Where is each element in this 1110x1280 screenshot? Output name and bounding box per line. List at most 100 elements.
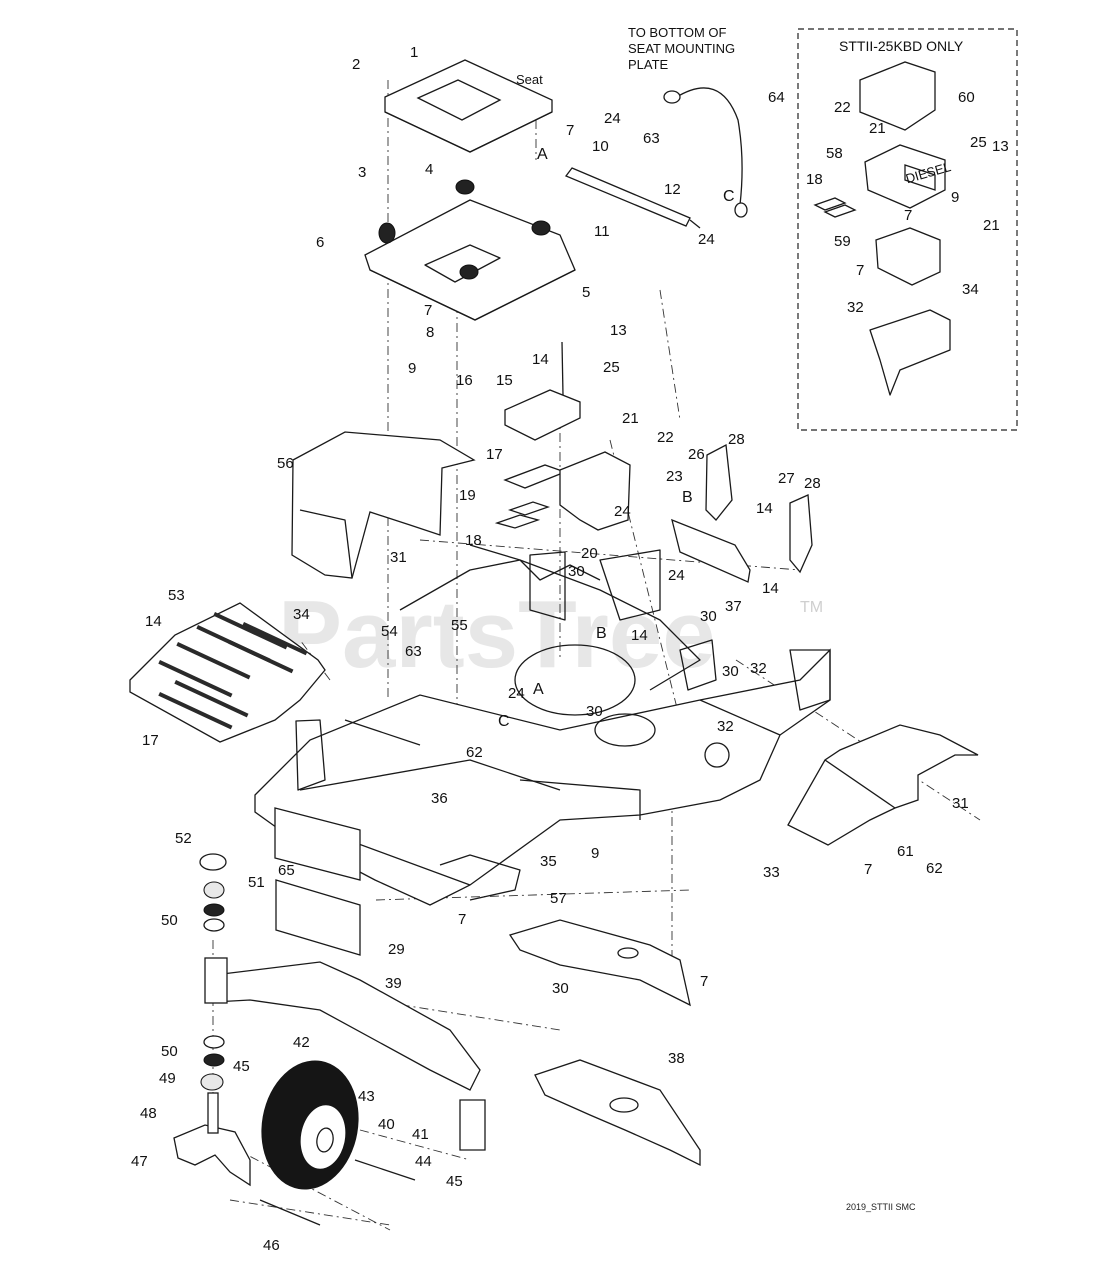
- callout-7: 7: [700, 973, 708, 990]
- bracket-26: [705, 443, 733, 521]
- callout-38: 38: [668, 1050, 685, 1067]
- callout-27: 27: [778, 470, 795, 487]
- callout-28: 28: [728, 431, 745, 448]
- callout-29: 29: [388, 941, 405, 958]
- callout-7: 7: [864, 861, 872, 878]
- callout-49: 49: [159, 1070, 176, 1087]
- callout-8: 8: [426, 324, 434, 341]
- ref-letter-B: B: [682, 489, 693, 506]
- callout-9: 9: [951, 189, 959, 206]
- callout-26: 26: [688, 446, 705, 463]
- callout-53: 53: [168, 587, 185, 604]
- callout-40: 40: [378, 1116, 395, 1133]
- callout-64: 64: [768, 89, 785, 106]
- callout-24: 24: [698, 231, 715, 248]
- callout-12: 12: [664, 181, 681, 198]
- callout-30: 30: [552, 980, 569, 997]
- callout-45: 45: [233, 1058, 250, 1075]
- callout-47: 47: [131, 1153, 148, 1170]
- callout-15: 15: [496, 372, 513, 389]
- callout-30: 30: [586, 703, 603, 720]
- callout-35: 35: [540, 853, 557, 870]
- note-line-3: PLATE: [628, 57, 669, 72]
- callout-60: 60: [958, 89, 975, 106]
- footer-code: 2019_STTII SMC: [846, 1202, 916, 1212]
- callout-32: 32: [847, 299, 864, 316]
- callout-21: 21: [983, 217, 1000, 234]
- callout-14: 14: [756, 500, 773, 517]
- callout-42: 42: [293, 1034, 310, 1051]
- plate-57: [508, 919, 691, 1007]
- callout-50: 50: [161, 912, 178, 929]
- note-line-2: SEAT MOUNTING: [628, 41, 735, 56]
- callout-6: 6: [316, 234, 324, 251]
- callout-11: 11: [594, 223, 610, 240]
- shield-65: [274, 807, 361, 881]
- callout-62: 62: [926, 860, 943, 877]
- callout-24: 24: [508, 685, 525, 702]
- callout-1: 1: [410, 44, 418, 61]
- callout-48: 48: [140, 1105, 157, 1122]
- callout-63: 63: [643, 130, 660, 147]
- callout-30: 30: [700, 608, 717, 625]
- ref-letter-A: A: [533, 681, 544, 698]
- callout-31: 31: [952, 795, 969, 812]
- pad-19: [503, 464, 567, 489]
- caster-wheel: [261, 1060, 359, 1190]
- callout-30: 30: [568, 563, 585, 580]
- ref-letter-C: C: [498, 713, 510, 730]
- caster-arm: [204, 957, 486, 1151]
- callout-51: 51: [248, 874, 265, 891]
- callout-36: 36: [431, 790, 448, 807]
- callout-14: 14: [532, 351, 549, 368]
- callout-7: 7: [424, 302, 432, 319]
- callout-34: 34: [293, 606, 310, 623]
- callout-46: 46: [263, 1237, 280, 1254]
- trademark-text: TM: [800, 599, 823, 616]
- callout-21: 21: [622, 410, 639, 427]
- callout-59: 59: [834, 233, 851, 250]
- callout-14: 14: [762, 580, 779, 597]
- seat-switch-cable: [663, 87, 748, 218]
- floor-plate: [129, 602, 326, 743]
- callout-14: 14: [145, 613, 162, 630]
- callout-22: 22: [657, 429, 674, 446]
- callout-24: 24: [614, 503, 631, 520]
- callout-45: 45: [446, 1173, 463, 1190]
- latch-bracket: [504, 341, 581, 441]
- callout-50: 50: [161, 1043, 178, 1060]
- callout-16: 16: [456, 372, 473, 389]
- bracket-27: [789, 494, 813, 574]
- callout-7: 7: [856, 262, 864, 279]
- watermark-text: PartsTree: [278, 581, 716, 688]
- callout-44: 44: [415, 1153, 432, 1170]
- callout-57: 57: [550, 890, 567, 907]
- fender-right: [787, 724, 979, 846]
- callout-20: 20: [581, 545, 598, 562]
- seat-label: Seat: [516, 72, 543, 87]
- callout-14: 14: [631, 627, 648, 644]
- seat-rod: [564, 167, 701, 229]
- caster-fork: [173, 1124, 251, 1187]
- callout-7: 7: [458, 911, 466, 928]
- callout-9: 9: [408, 360, 416, 377]
- callout-17: 17: [142, 732, 159, 749]
- callout-37: 37: [725, 598, 742, 615]
- callout-22: 22: [834, 99, 851, 116]
- ref-letter-A: A: [537, 146, 548, 163]
- callout-10: 10: [592, 138, 609, 155]
- plate-38: [534, 1059, 701, 1167]
- callout-17: 17: [486, 446, 503, 463]
- callout-33: 33: [763, 864, 780, 881]
- callout-31: 31: [390, 549, 407, 566]
- callout-2: 2: [352, 56, 360, 73]
- callout-63: 63: [405, 643, 422, 660]
- callout-24: 24: [604, 110, 621, 127]
- callout-13: 13: [992, 138, 1009, 155]
- callout-4: 4: [425, 161, 433, 178]
- callout-9: 9: [591, 845, 599, 862]
- bracket-37: [671, 518, 751, 583]
- callout-5: 5: [582, 284, 590, 301]
